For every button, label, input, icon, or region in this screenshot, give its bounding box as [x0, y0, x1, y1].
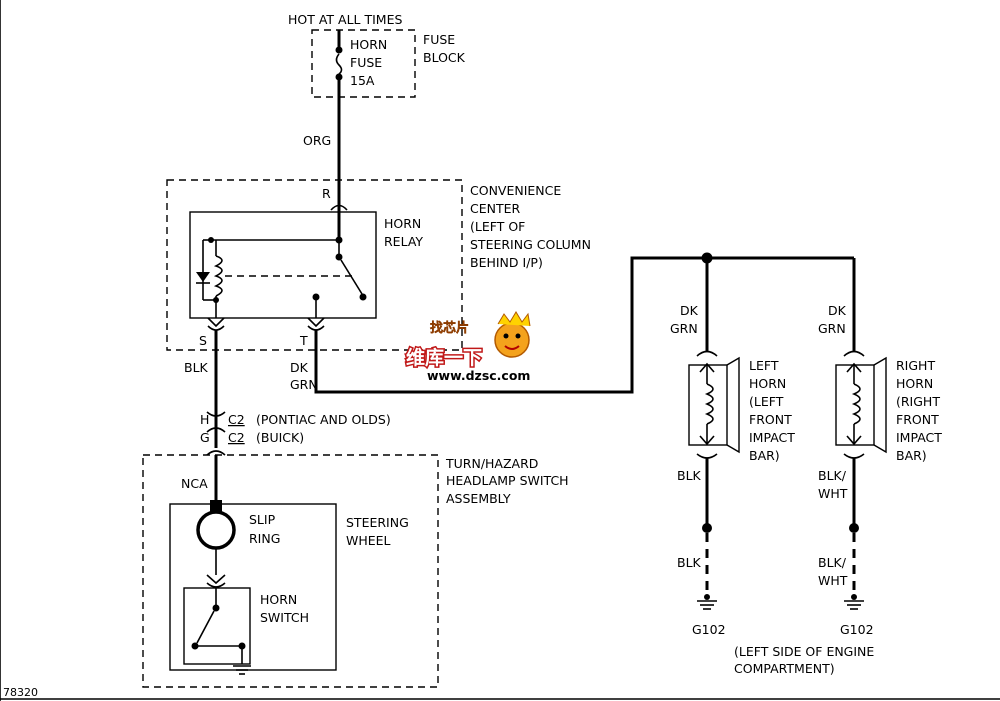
connector-g-label: G	[200, 430, 210, 445]
right-horn-coil	[851, 383, 861, 425]
slip-ring-label-2: RING	[249, 531, 280, 546]
watermark-cn-main: 维库一下	[406, 346, 482, 369]
supply-label: HOT AT ALL TIMES	[288, 12, 402, 27]
left-grn-label: GRN	[670, 321, 698, 336]
convenience-center: CONVENIENCE CENTER (LEFT OF STEERING COL…	[166, 179, 591, 351]
right-horn-label-3: (RIGHT	[896, 394, 940, 409]
right-ground-icon	[844, 594, 864, 610]
right-horn-label-6: BAR)	[896, 448, 927, 463]
fuse-rating: 15A	[350, 73, 375, 88]
ground-location-label-2: COMPARTMENT)	[734, 661, 835, 676]
watermark-mascot-icon	[494, 322, 530, 358]
connector-c2-label-2: C2	[228, 430, 245, 445]
horn-switch-ground-icon	[233, 665, 251, 675]
convenience-center-label-4: STEERING COLUMN	[470, 237, 591, 252]
horn-relay-label-2: RELAY	[384, 234, 423, 249]
steering-wheel-label-2: WHEEL	[346, 533, 391, 548]
connector-c2-label-1: C2	[228, 412, 245, 427]
fuse-block-outline	[311, 29, 416, 98]
steering-wheel-label-1: STEERING	[346, 515, 409, 530]
convenience-center-label-3: (LEFT OF	[470, 219, 525, 234]
org-wire-label: ORG	[303, 133, 331, 148]
blk-wire-label: BLK	[184, 360, 209, 375]
right-dk-label: DK	[828, 303, 847, 318]
left-blk-label-1: BLK	[677, 468, 702, 483]
convenience-center-label-2: CENTER	[470, 201, 521, 216]
left-horn-bell-icon	[726, 356, 740, 454]
dzsc-watermark-logo: 找芯片 维库一下 www.dzsc.com	[405, 311, 531, 383]
left-ground-label: G102	[692, 622, 726, 637]
horn-switch-box	[183, 587, 251, 665]
ground-location-label-1: (LEFT SIDE OF ENGINE	[734, 644, 874, 659]
left-horn-label-5: IMPACT	[749, 430, 795, 445]
left-ground-icon	[697, 594, 717, 610]
left-horn-coil	[704, 383, 714, 425]
fuse-block-label-1: FUSE	[423, 32, 455, 47]
relay-contact-moving	[359, 293, 367, 301]
right-grn-label: GRN	[818, 321, 846, 336]
right-blkwht-label-1a: BLK/	[818, 468, 847, 483]
switch-assembly-label-1: TURN/HAZARD	[445, 456, 538, 471]
connector-h-label: H	[200, 412, 209, 427]
pin-t-label: T	[299, 333, 308, 348]
slip-ring-brush	[210, 500, 222, 512]
nca-label: NCA	[181, 476, 208, 491]
left-horn-label-2: HORN	[749, 376, 786, 391]
connector-c2-h	[206, 411, 226, 417]
right-blkwht-label-1b: WHT	[818, 486, 848, 501]
pin-r-label: R	[322, 186, 331, 201]
left-blk-label-2: BLK	[677, 555, 702, 570]
relay-contact-arm	[340, 259, 363, 295]
fuse-name-2: FUSE	[350, 55, 382, 70]
fuse-block-label-2: BLOCK	[423, 50, 466, 65]
horn-relay-label-1: HORN	[384, 216, 421, 231]
horn-relay-box	[189, 211, 377, 319]
convenience-center-label-1: CONVENIENCE	[470, 183, 561, 198]
left-dk-label: DK	[680, 303, 699, 318]
left-horn-label-3: (LEFT	[749, 394, 784, 409]
turn-hazard-switch-assembly: TURN/HAZARD HEADLAMP SWITCH ASSEMBLY NCA…	[142, 450, 569, 688]
right-horn-label-5: IMPACT	[896, 430, 942, 445]
dk-grn-relay-label-2: GRN	[290, 377, 318, 392]
slip-ring-label-1: SLIP	[249, 512, 276, 527]
left-horn-label-4: FRONT	[749, 412, 792, 427]
steering-wheel-box	[169, 503, 337, 671]
relay-coil	[213, 255, 223, 297]
left-horn-label-1: LEFT	[749, 358, 779, 373]
diode-symbol	[196, 272, 210, 282]
left-horn: DK GRN LEFT HORN (LEFT FRONT IMPACT BAR)…	[670, 258, 795, 637]
watermark-site: www.dzsc.com	[427, 368, 530, 383]
slip-ring-symbol	[196, 510, 236, 550]
fuse-name-1: HORN	[350, 37, 387, 52]
horn-switch-arm	[196, 610, 215, 644]
watermark-cn-top: 找芯片	[430, 320, 469, 336]
right-horn-label-1: RIGHT	[896, 358, 935, 373]
pin-s-label: S	[199, 333, 207, 348]
relay-contact-fixed	[335, 253, 343, 261]
convenience-center-label-5: BEHIND I/P)	[470, 255, 543, 270]
fuse-terminal-bottom	[335, 73, 343, 81]
dk-grn-relay-label-1: DK	[290, 360, 309, 375]
horn-switch-label-2: SWITCH	[260, 610, 309, 625]
left-horn-label-6: BAR)	[749, 448, 780, 463]
connector-buick-note: (BUICK)	[256, 430, 304, 445]
right-horn-label-4: FRONT	[896, 412, 939, 427]
switch-assembly-label-3: ASSEMBLY	[446, 491, 511, 506]
right-horn: DK GRN RIGHT HORN (RIGHT FRONT IMPACT BA…	[818, 258, 942, 637]
right-blkwht-label-2a: BLK/	[818, 555, 847, 570]
connector-pontiac-note: (PONTIAC AND OLDS)	[256, 412, 391, 427]
right-horn-label-2: HORN	[896, 376, 933, 391]
switch-assembly-label-2: HEADLAMP SWITCH	[446, 473, 569, 488]
figure-number: 78320	[3, 686, 38, 699]
right-blkwht-label-2b: WHT	[818, 573, 848, 588]
right-ground-label: G102	[840, 622, 874, 637]
fuse-element	[335, 53, 343, 75]
fuse-block: HOT AT ALL TIMES HORN FUSE 15A FUSE BLOC…	[288, 12, 466, 98]
horn-switch-label-1: HORN	[260, 592, 297, 607]
fuse-terminal-top	[335, 46, 343, 54]
horn-switch-contact-top	[212, 604, 220, 612]
switch-assembly-outline	[142, 454, 439, 688]
right-horn-bell-icon	[873, 356, 887, 454]
